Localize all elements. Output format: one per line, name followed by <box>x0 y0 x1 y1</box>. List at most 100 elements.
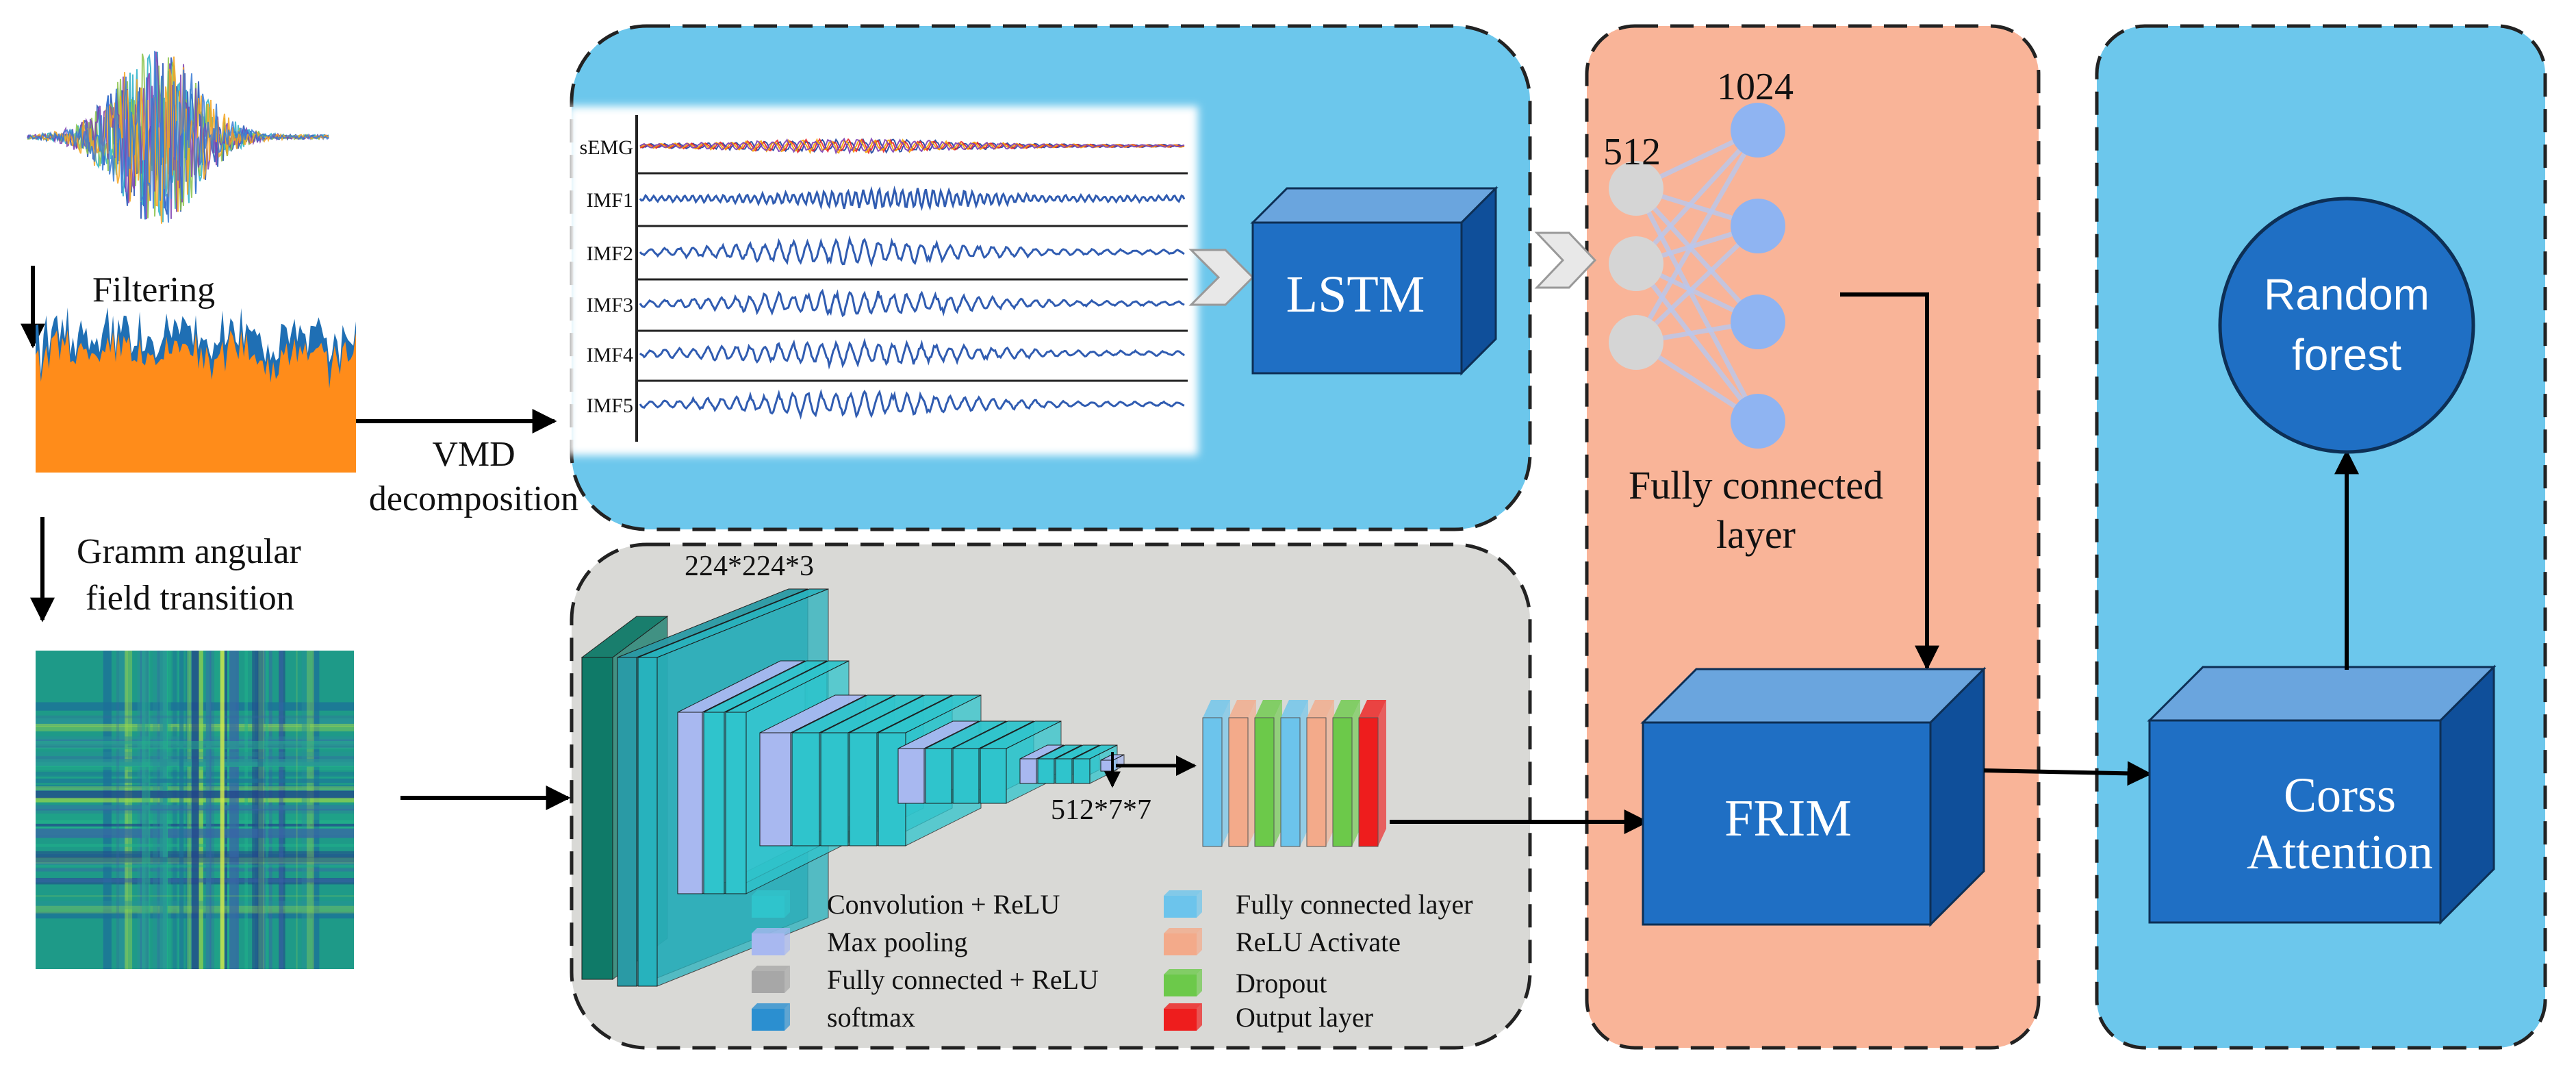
cnn-feature-size-label: 512*7*7 <box>1051 794 1151 826</box>
legend-swatch-top <box>752 928 790 933</box>
vmd-label-line2: decomposition <box>369 479 578 518</box>
gaf-band-v <box>258 651 265 969</box>
vmd-row-trace <box>639 288 1185 318</box>
legend-item: ReLU Activate <box>1164 927 1401 957</box>
frim-label: FRIM <box>1724 790 1852 847</box>
lstm-to-fc-chevron <box>1534 231 1597 289</box>
classifier-layer-4 <box>1306 700 1334 847</box>
classifier-layer-2 <box>1254 700 1282 847</box>
legend-swatch <box>1164 933 1197 955</box>
cnn-conv3-1-front <box>820 732 849 846</box>
legend-item: Fully connected + ReLU <box>752 964 1099 995</box>
fc-output-count-label: 1024 <box>1717 66 1794 108</box>
legend-label: Fully connected layer <box>1236 889 1473 920</box>
gaf-band-v <box>116 651 120 969</box>
lstm-block-side-face <box>1460 186 1497 376</box>
gaf-band-v <box>257 651 264 969</box>
fc-input-node <box>1609 315 1663 370</box>
gaf-band-v <box>205 651 215 969</box>
legend-swatch-top <box>752 890 790 896</box>
legend-swatch-top <box>752 966 790 971</box>
fc-input-count-label: 512 <box>1603 131 1661 173</box>
classifier-layer-6 <box>1358 700 1386 847</box>
legend-swatch <box>1164 975 1197 996</box>
legend-swatch <box>752 896 785 918</box>
random-forest-node <box>2218 197 2475 454</box>
vmd-row-label: IMF1 <box>587 189 633 212</box>
classifier-layer-top <box>1203 700 1230 718</box>
classifier-layer-top <box>1255 700 1282 718</box>
cnn-pool2-front <box>759 732 791 846</box>
legend-label: ReLU Activate <box>1236 927 1401 957</box>
cnn-pool4-front <box>1019 758 1037 784</box>
legend-swatch <box>752 933 785 955</box>
cnn-conv5-0-front <box>1037 758 1055 784</box>
fc-output-node <box>1731 294 1785 349</box>
classifier-layer-1 <box>1228 700 1256 847</box>
cnn-input-image-front <box>581 657 613 980</box>
cnn-conv4-2-front <box>980 748 1007 804</box>
frim-to-attention-arrow <box>1983 761 2152 786</box>
fc-connection <box>1634 262 1760 423</box>
classifier-layer-top <box>1307 700 1334 718</box>
legend-swatch-side <box>785 890 790 918</box>
legend-swatch-side <box>1197 969 1202 996</box>
gaf-band-v <box>142 651 151 969</box>
legend-label: Output layer <box>1236 1002 1373 1033</box>
classifier-layer-front <box>1306 717 1327 847</box>
cnn-conv1a-front <box>617 657 637 987</box>
fc-connection <box>1633 187 1761 423</box>
fc-input-node <box>1609 236 1663 291</box>
legend-swatch <box>1164 1009 1197 1031</box>
gaf-band-v <box>192 651 199 969</box>
attention-block-top-face <box>2147 666 2497 722</box>
attention-label-line1: Corss <box>2284 768 2396 822</box>
filtered-signal-body <box>36 329 356 473</box>
cnn-input-size-label: 224*224*3 <box>685 551 814 582</box>
classifier-layer-front <box>1202 717 1223 847</box>
fc-output-node <box>1731 394 1785 449</box>
legend-swatch-side <box>1197 1003 1202 1031</box>
legend-item: Output layer <box>1164 1002 1373 1033</box>
vmd-row-trace <box>639 137 1185 155</box>
legend-swatch-side <box>785 966 790 993</box>
cnn-conv4-0-front <box>925 748 952 804</box>
cnn-pool1-front <box>677 712 703 894</box>
legend-swatch-top <box>1164 969 1202 975</box>
legend-swatch-top <box>1164 928 1202 933</box>
cnn-conv2a-front <box>703 712 725 894</box>
legend-item: softmax <box>752 1002 915 1033</box>
legend-swatch-side <box>785 1003 790 1031</box>
gaf-band-v <box>252 651 259 969</box>
lstm-block <box>1250 186 1499 376</box>
fc-output-node <box>1731 199 1785 253</box>
vmd-to-lstm-chevron <box>1188 249 1255 306</box>
classifier-layer-side <box>1274 700 1282 846</box>
fc-caption-line2: layer <box>1716 512 1796 557</box>
lstm-block-front-face <box>1251 221 1463 375</box>
cnn-conv5-2-front <box>1073 758 1091 784</box>
vmd-row-label: sEMG <box>580 136 633 159</box>
classifier-layer-3 <box>1280 700 1308 847</box>
random-forest-label-line1: Random <box>2264 270 2430 319</box>
cnn-conv2b-front <box>725 712 747 894</box>
fc-network <box>1609 103 1785 449</box>
classifier-layer-front <box>1228 717 1249 847</box>
cnn-conv3-2-front <box>849 732 878 846</box>
frim-block-front-face <box>1642 721 1932 926</box>
classifier-layer-5 <box>1332 700 1360 847</box>
classifier-layer-front <box>1280 717 1301 847</box>
classifier-layer-side <box>1326 700 1334 846</box>
attention-block <box>2147 664 2497 925</box>
classifier-layer-top <box>1281 700 1308 718</box>
legend-item: Max pooling <box>752 927 968 957</box>
classifier-layer-side <box>1248 700 1256 846</box>
legend-swatch <box>752 971 785 993</box>
gramian-angular-field-image <box>36 651 354 969</box>
classifier-layer-top <box>1359 700 1386 718</box>
frim-block-top-face <box>1640 668 1987 724</box>
vmd-row-trace <box>639 388 1185 420</box>
filtered-signal <box>36 307 356 473</box>
